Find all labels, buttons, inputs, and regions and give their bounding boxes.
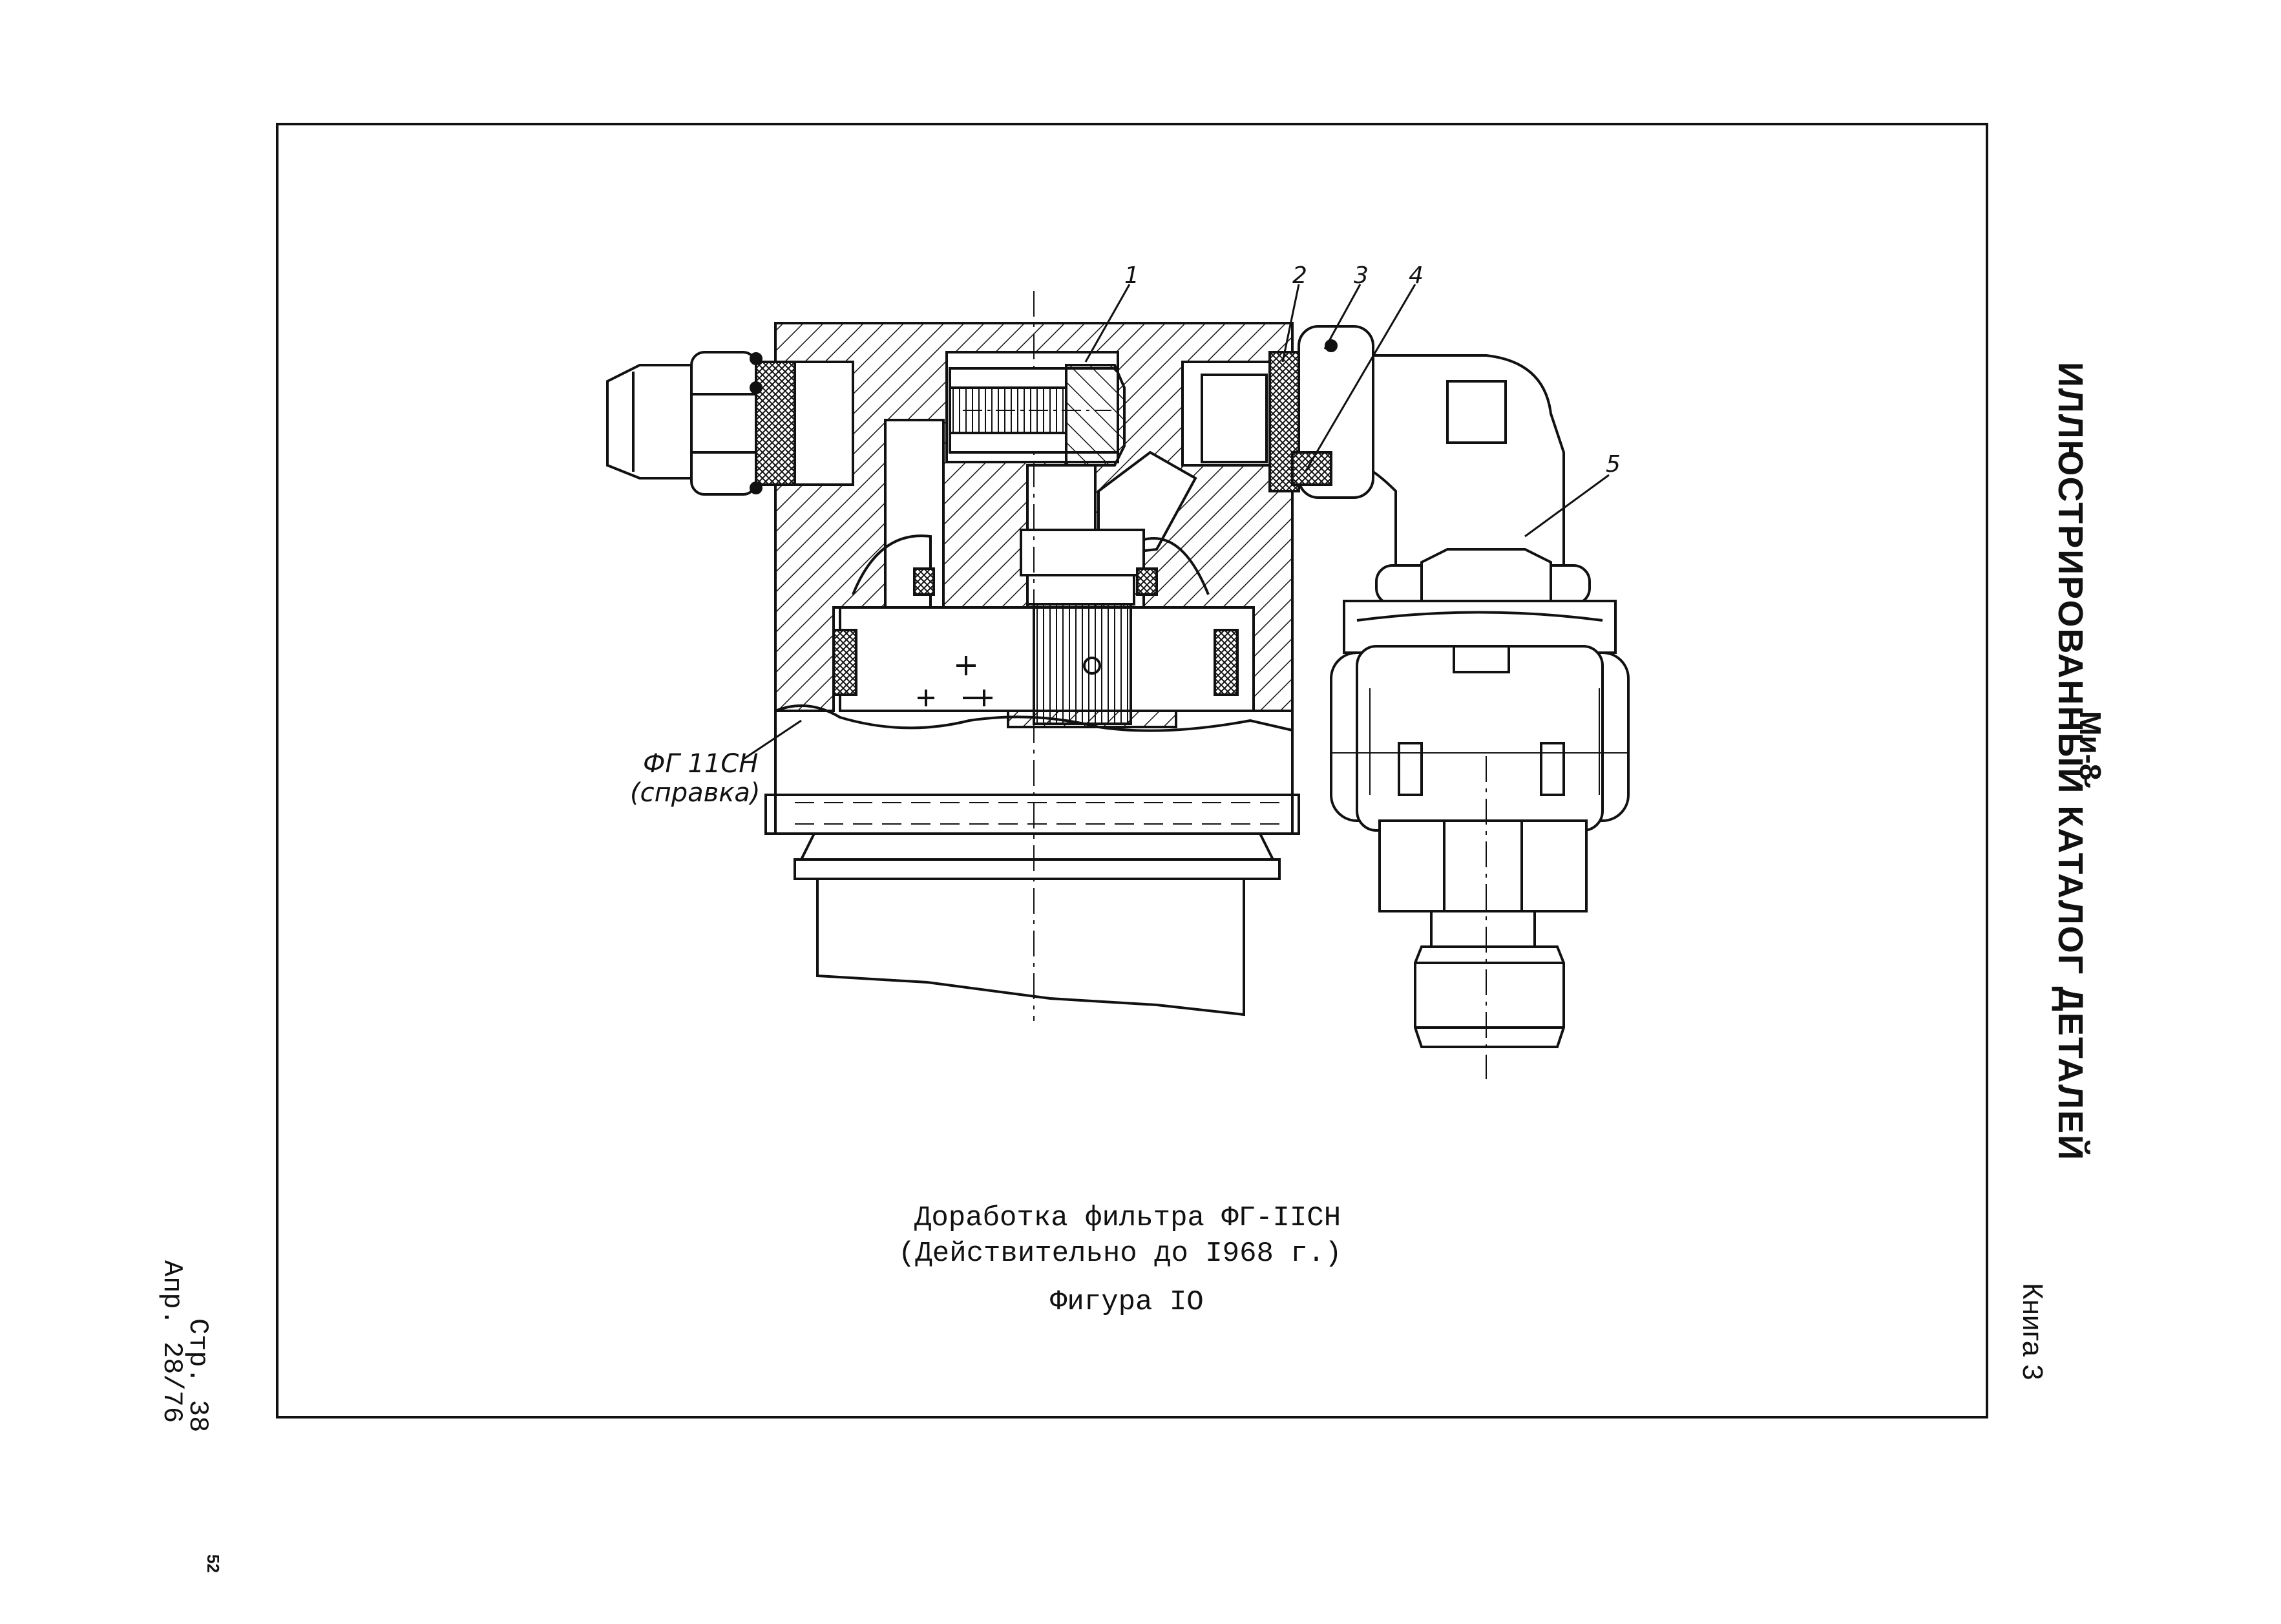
book-number: Книга 3 — [2017, 1283, 2048, 1380]
callout-labels: 1 2 3 4 5 ФГ 11СН (справка) — [630, 262, 1621, 808]
reference-label-name: ФГ 11СН — [643, 749, 758, 779]
catalog-title: ИЛЛЮСТРИРОВАННЫЙ КАТАЛОГ ДЕТАЛЕЙ — [2051, 362, 2090, 1161]
callout-5: 5 — [1606, 451, 1621, 478]
reference-label-note: (справка) — [630, 778, 761, 808]
valve-part-1 — [949, 364, 1126, 467]
inlet-fitting — [606, 351, 854, 496]
figure-label: Фигура IO — [1050, 1286, 1204, 1318]
callout-4: 4 — [1409, 262, 1424, 289]
callout-3: 3 — [1354, 262, 1369, 289]
callout-1: 1 — [1124, 262, 1139, 289]
leader-lines — [742, 284, 1610, 761]
revision-date: Апр. 28/76 — [156, 1260, 187, 1424]
figure-frame — [276, 123, 1988, 1418]
figure-caption-note: (Действительно до I968 г.) — [898, 1238, 1342, 1270]
callout-2: 2 — [1292, 262, 1307, 289]
sheet-number: 52 — [204, 1554, 223, 1573]
figure-caption-title: Доработка фильтра ФГ-IIСН — [914, 1202, 1341, 1234]
outlet-elbow-5 — [1201, 325, 1630, 1079]
